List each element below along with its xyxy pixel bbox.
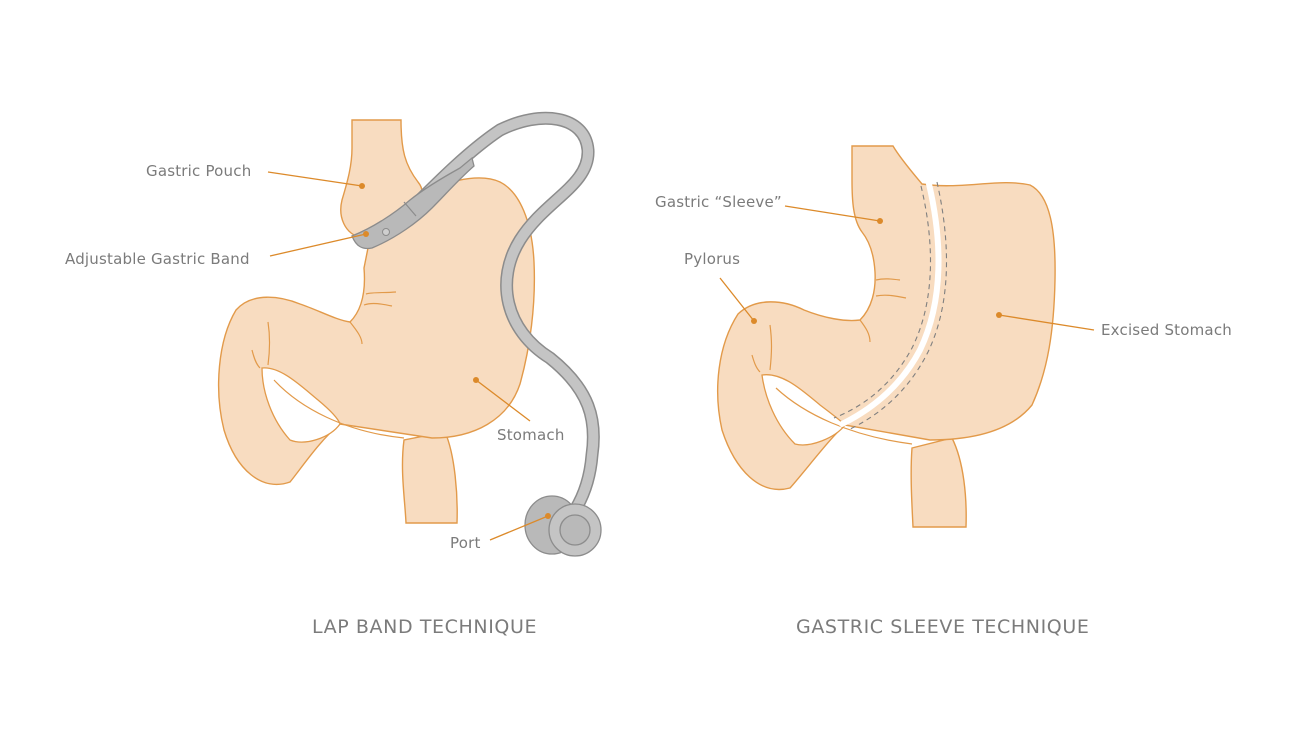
sleeve-leader-lines: [719, 205, 1095, 331]
sleeve-staple-line: [839, 181, 942, 427]
lap-inner-loop: [261, 367, 341, 443]
lap-adjustable-band: [351, 156, 475, 250]
lap-band-illustration: [217, 111, 602, 557]
sleeve-duodenum-tail: [910, 437, 967, 528]
lap-port: [524, 495, 602, 557]
lap-leader-lines: [267, 171, 551, 541]
label-adjustable-gastric-band: Adjustable Gastric Band: [65, 250, 250, 268]
label-gastric-sleeve: Gastric “Sleeve”: [655, 193, 782, 211]
caption-gastric-sleeve: GASTRIC SLEEVE TECHNIQUE: [796, 616, 1090, 638]
label-excised-stomach: Excised Stomach: [1101, 321, 1232, 339]
caption-lap-band: LAP BAND TECHNIQUE: [312, 616, 538, 638]
gastric-sleeve-illustration: [717, 145, 1095, 528]
label-stomach: Stomach: [497, 426, 565, 444]
label-pylorus: Pylorus: [684, 250, 741, 268]
label-gastric-pouch: Gastric Pouch: [146, 162, 252, 180]
label-port: Port: [450, 534, 481, 552]
lap-duodenum-tail: [401, 431, 458, 524]
